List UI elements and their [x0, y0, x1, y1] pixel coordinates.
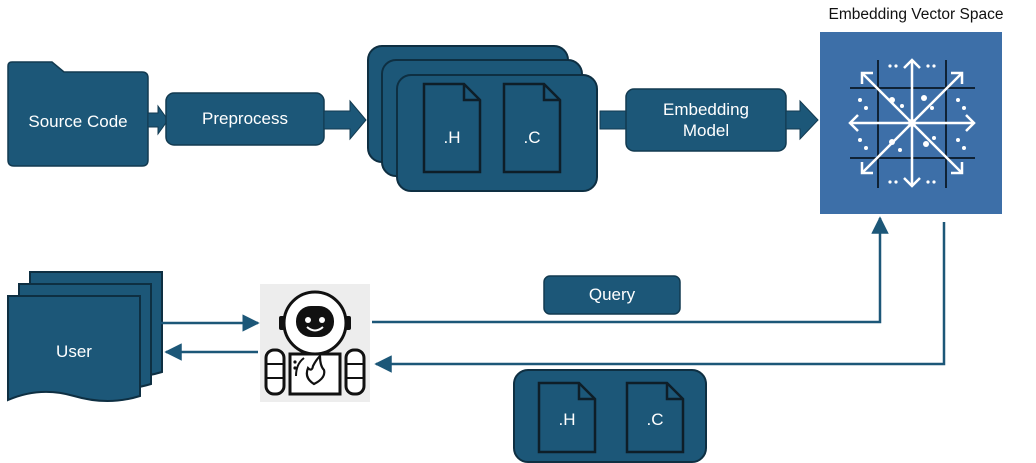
file-icon: [625, 381, 685, 454]
arrow-preprocess-to-files: [323, 99, 367, 141]
file-stack-c-label: .C: [523, 128, 541, 148]
embedding-model-label[interactable]: Embedding Model: [662, 99, 749, 140]
file-icon: [502, 82, 562, 174]
arrow-model-to-vector: [785, 99, 819, 141]
file-icon: [422, 82, 482, 174]
connector-query-to-vector: [372, 216, 889, 324]
user-label: User: [56, 342, 92, 362]
vector-space-title: Embedding Vector Space: [828, 6, 1004, 23]
query-label[interactable]: Query: [588, 285, 636, 305]
folder-icon: [7, 61, 149, 167]
query-box[interactable]: [543, 275, 681, 315]
user-document-stack: [7, 271, 163, 402]
file-icon: [537, 381, 597, 454]
preprocess-label[interactable]: Preprocess: [202, 109, 288, 129]
file-stack-h-label: .H: [443, 128, 461, 148]
robot-assistant-icon: [260, 284, 370, 402]
result-h-label: .H: [558, 410, 576, 430]
file-stack: [367, 45, 598, 192]
vector-space-icon: [820, 32, 1002, 214]
result-c-label: .C: [646, 410, 664, 430]
connector-vector-to-assistant: [374, 222, 946, 373]
arrow-source-to-preprocess: [147, 104, 169, 136]
source-code-label: Source Code: [28, 112, 128, 132]
